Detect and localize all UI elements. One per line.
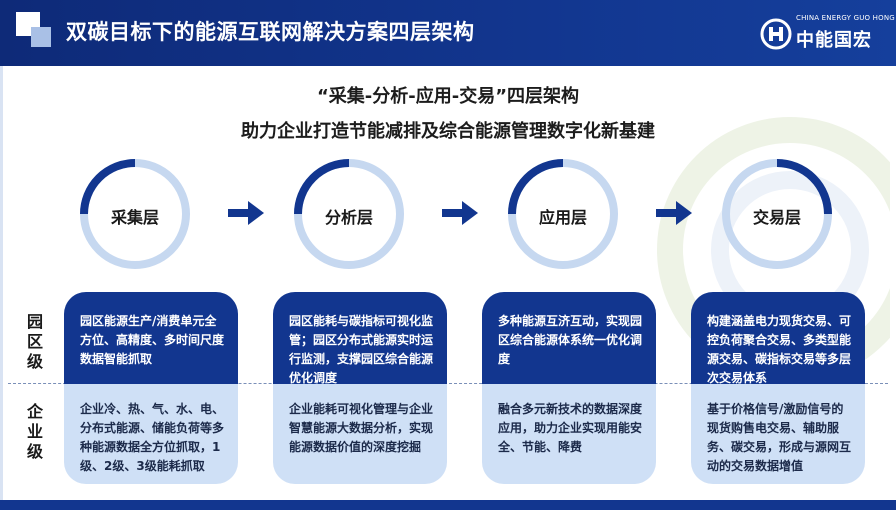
layer-ring-analyze	[294, 159, 404, 269]
layer-ring-collect	[80, 159, 190, 269]
card-analyze-enterprise: 企业能耗可视化管理与企业智慧能源大数据分析，实现能源数据价值的深度挖掘	[273, 384, 447, 484]
layer-label-apply: 应用层	[538, 208, 587, 227]
left-accent	[0, 66, 3, 500]
title-square-accent-icon	[31, 27, 51, 47]
subtitle-architecture: “采集-分析-应用-交易”四层架构	[316, 86, 580, 107]
arrow-right-icon	[442, 201, 478, 225]
row-label-enterprise: 企业级	[26, 402, 43, 461]
company-logo: CHINA ENERGY GUO HONG 中能国宏	[760, 14, 895, 56]
card-apply-enterprise: 融合多元新技术的数据深度应用，助力企业实现用能安全、节能、降费	[482, 384, 656, 484]
arrow-right-icon	[656, 201, 692, 225]
card-trade-enterprise: 基于价格信号/激励信号的现货购售电交易、辅助服务、碳交易，形成与源网互动的交易数…	[691, 384, 865, 484]
logo-name: 中能国宏	[796, 30, 872, 51]
card-trade-park: 构建涵盖电力现货交易、可控负荷聚合交易、多类型能源交易、碳指标交易等多层次交易体…	[691, 292, 865, 385]
arrow-right-icon	[228, 201, 264, 225]
logo-subtext: CHINA ENERGY GUO HONG	[796, 14, 895, 22]
layer-ring-apply	[508, 159, 618, 269]
subtitle-mission: 助力企业打造节能减排及综合能源管理数字化新基建	[241, 121, 655, 142]
card-collect-park: 园区能源生产/消费单元全方位、高精度、多时间尺度数据智能抓取	[64, 292, 238, 384]
layer-label-trade: 交易层	[752, 208, 801, 227]
footer-bar	[0, 500, 896, 510]
layer-ring-trade	[722, 159, 832, 269]
page-title: 双碳目标下的能源互联网解决方案四层架构	[66, 20, 475, 44]
row-label-park: 园区级	[26, 312, 43, 371]
row-divider	[8, 383, 888, 384]
layer-label-collect: 采集层	[110, 208, 159, 227]
layer-label-analyze: 分析层	[324, 208, 373, 227]
logo-mark-icon	[760, 18, 792, 50]
card-analyze-park: 园区能耗与碳指标可视化监管；园区分布式能源实时运行监测，支撑园区综合能源优化调度	[273, 292, 447, 385]
header-bar: 双碳目标下的能源互联网解决方案四层架构 CHINA ENERGY GUO HON…	[0, 0, 896, 66]
card-collect-enterprise: 企业冷、热、气、水、电、分布式能源、储能负荷等多种能源数据全方位抓取，1级、2级…	[64, 384, 238, 484]
card-apply-park: 多种能源互济互动，实现园区综合能源体系统一优化调度	[482, 292, 656, 384]
